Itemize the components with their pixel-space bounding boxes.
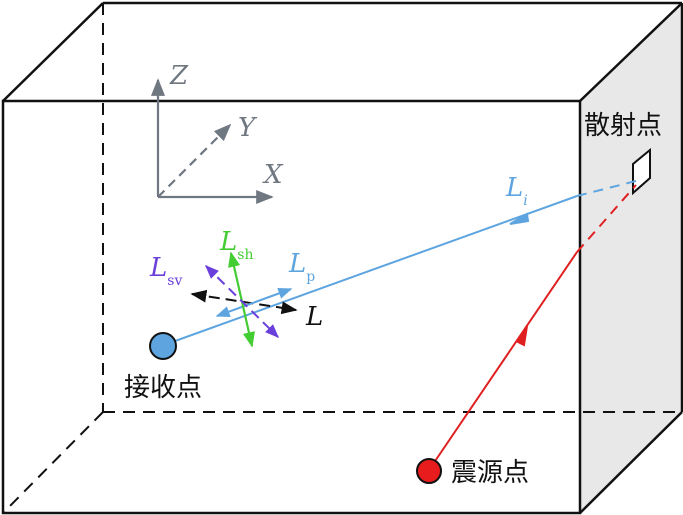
source-point-label: 震源点 [451,458,529,488]
red-ray-dashed [576,184,637,253]
y-axis [157,123,232,198]
box-right-face [580,3,682,513]
x-axis-label: X [262,160,284,190]
scatter-point-marker [632,147,651,196]
lp-label: Lp [288,249,315,285]
lsh-label: Lsh [219,227,253,263]
red-ray-solid [428,251,578,471]
scatter-point-label: 散射点 [584,111,662,141]
y-axis-label: Y [238,113,258,143]
receiver-point-label: 接收点 [124,373,202,403]
source-point [416,458,442,484]
l-label: L [305,302,323,332]
lsv-vector [205,265,279,338]
box-hidden-edges [2,3,682,514]
receiver-point [149,332,177,360]
lsv-label: Lsv [149,253,182,289]
li-label: Li [505,173,528,209]
red-ray-arrowhead [516,325,528,347]
blue-ray-solid [163,195,578,346]
blue-ray-arrowhead [509,212,530,225]
coordinate-axes [150,78,274,205]
z-axis-label: Z [169,61,189,91]
